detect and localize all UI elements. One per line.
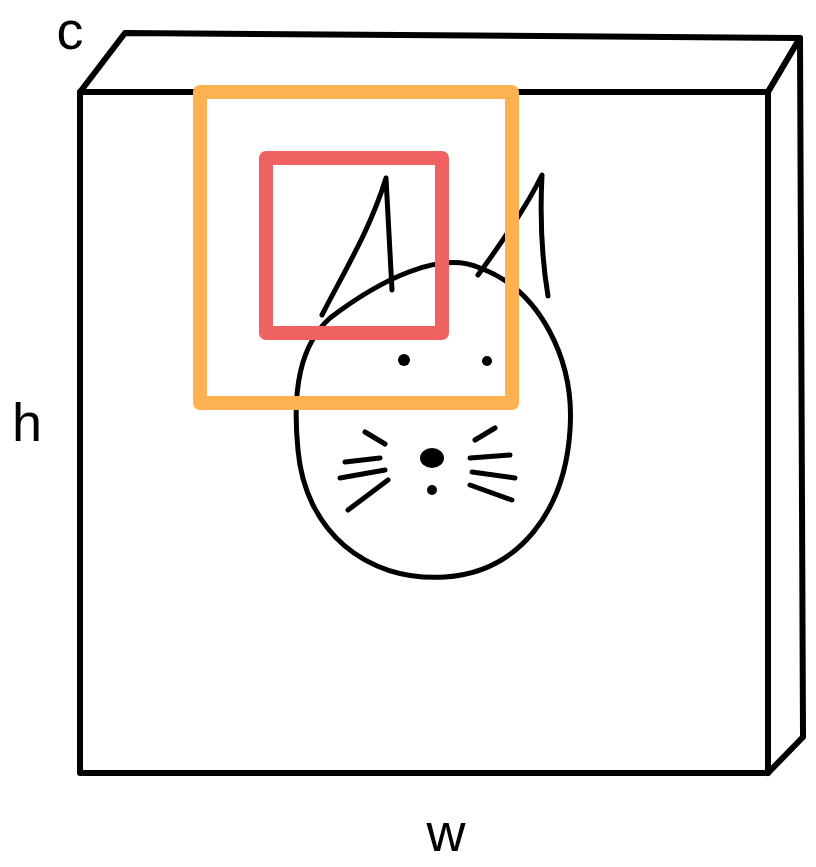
- tensor-top-face: [80, 33, 800, 92]
- cat-cheek-strokes: [365, 428, 495, 444]
- cat-left-whiskers: [340, 458, 388, 510]
- tensor-front-face: [80, 92, 768, 773]
- height-label: h: [12, 395, 42, 449]
- cat-head: [296, 263, 570, 578]
- cat-face-dots: [398, 354, 492, 495]
- outer-receptive-field: [200, 92, 512, 403]
- width-label: w: [427, 805, 466, 859]
- tensor-side-face: [768, 38, 803, 773]
- cat-right-whiskers: [470, 455, 515, 500]
- cat-left-ear: [322, 178, 392, 315]
- inner-receptive-field: [266, 158, 442, 333]
- channel-label: c: [57, 3, 84, 57]
- cat-drawing: [296, 175, 570, 577]
